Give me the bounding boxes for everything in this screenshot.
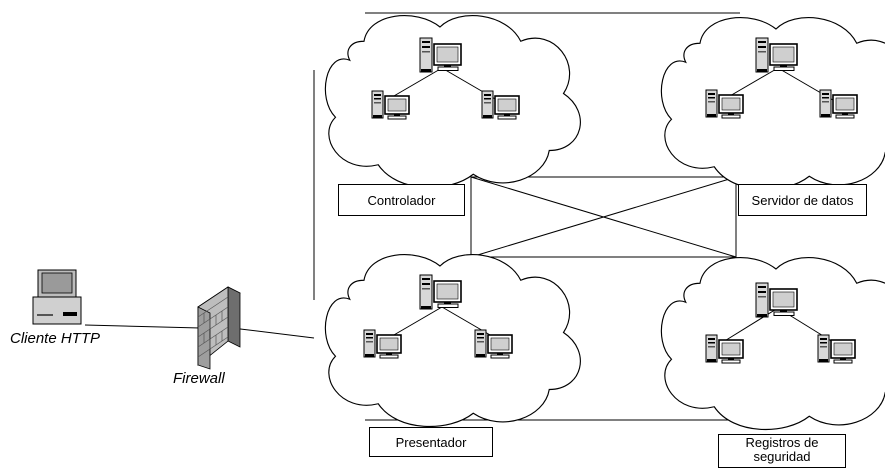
cluster-servidor-label: Servidor de datos xyxy=(738,184,867,216)
cluster-controlador-label: Controlador xyxy=(338,184,465,216)
cluster-registros-cloud xyxy=(660,257,885,431)
brick-wall-icon xyxy=(197,286,241,370)
cluster-servidor-cloud xyxy=(660,17,885,191)
client-label: Cliente HTTP xyxy=(10,330,101,347)
cluster-presentador-cloud xyxy=(324,254,581,428)
tower-workstation-icon xyxy=(363,329,402,359)
tower-workstation-icon xyxy=(474,329,513,359)
desktop-computer-icon xyxy=(32,269,82,325)
firewall-label: Firewall xyxy=(173,370,225,387)
cluster-presentador-label: Presentador xyxy=(369,427,493,457)
cluster-controlador-cloud xyxy=(324,15,581,189)
tower-workstation-icon xyxy=(817,334,856,364)
tower-workstation-icon xyxy=(705,334,744,364)
